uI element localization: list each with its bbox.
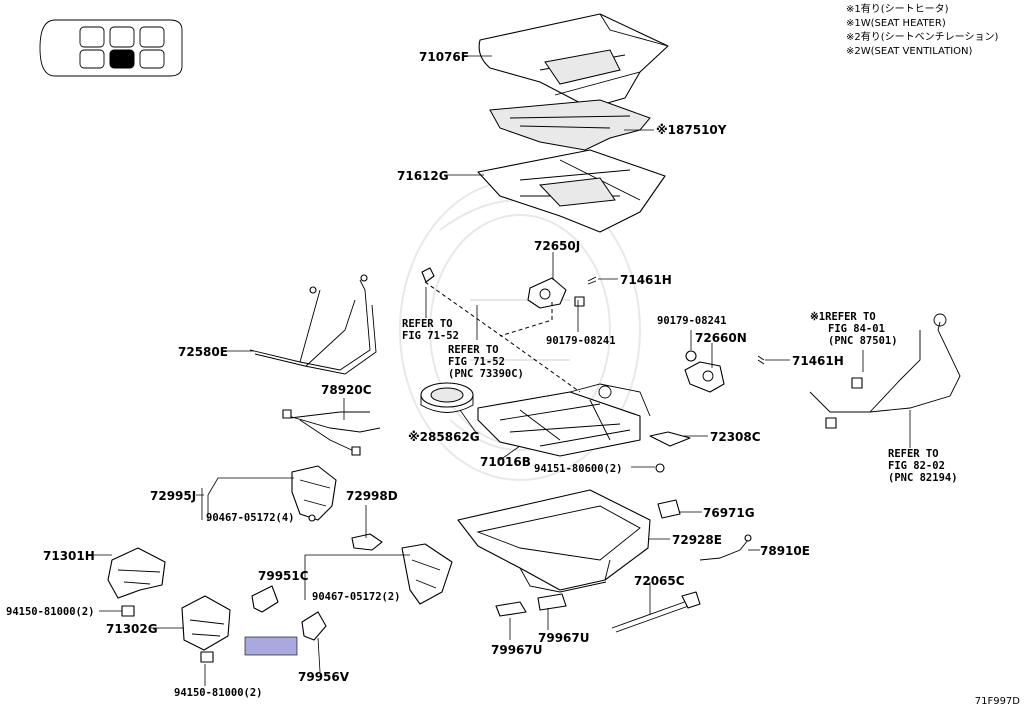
seat-track-71302g-drawing	[181, 595, 231, 663]
control-cables-drawing	[249, 274, 377, 375]
ref-note-4-line-1: REFER TO	[888, 448, 939, 460]
recliner-motor-drawing	[684, 350, 765, 393]
part-label-94150-a[interactable]: 94150-81000(2)	[6, 606, 95, 618]
part-label-71302g[interactable]: 71302G	[106, 622, 158, 636]
highlight-box[interactable]	[244, 636, 298, 656]
ref-note-3-line-1: ※1REFER TO	[810, 311, 876, 323]
part-label-76971g[interactable]: 76971G	[703, 506, 755, 520]
part-label-90467-a[interactable]: 90467-05172(4)	[206, 512, 295, 524]
part-label-94150-b[interactable]: 94150-81000(2)	[174, 687, 263, 699]
wire-78910e-drawing	[699, 534, 752, 561]
part-label-72580e[interactable]: 72580E	[178, 345, 228, 359]
clip-76971g-drawing	[657, 499, 681, 519]
legend-line-4: ※2W(SEAT VENTILATION)	[846, 46, 973, 57]
part-label-71461h-a[interactable]: 71461H	[620, 273, 672, 287]
ref-note-3-line-2: FIG 84-01	[828, 323, 885, 335]
part-label-78910e[interactable]: 78910E	[760, 544, 810, 558]
ref-note-4-line-2: FIG 82-02	[888, 460, 945, 472]
seat-heater-mat-drawing	[489, 99, 651, 151]
seat-cover-drawing	[478, 13, 669, 109]
part-label-72660n[interactable]: 72660N	[695, 331, 747, 345]
part-label-71016b[interactable]: 71016B	[480, 455, 531, 469]
part-label-72928e[interactable]: 72928E	[672, 533, 722, 547]
part-label-94151[interactable]: 94151-80600(2)	[534, 463, 623, 475]
legend-line-3: ※2有り(シートベンチレーション)	[846, 30, 998, 43]
ref-note-2-line-2: FIG 71-52	[448, 356, 505, 368]
ref-note-1-line-1: REFER TO	[402, 318, 453, 330]
part-label-72998d[interactable]: 72998D	[346, 489, 398, 503]
part-label-90179-a[interactable]: 90179-08241	[546, 335, 616, 347]
part-label-71301h[interactable]: 71301H	[43, 549, 95, 563]
part-label-71076f[interactable]: 71076F	[419, 50, 469, 64]
legend: ※1有り(シートヒータ) ※1W(SEAT HEATER) ※2有り(シートベン…	[846, 2, 998, 57]
legend-line-2: ※1W(SEAT HEATER)	[846, 18, 946, 29]
part-label-72065c[interactable]: 72065C	[634, 574, 685, 588]
part-label-71461h-b[interactable]: 71461H	[792, 354, 844, 368]
seat-track-cover-drawing	[291, 465, 383, 551]
part-labels: 71076F ※187510Y 71612G 72650J 71461H 901…	[6, 50, 844, 699]
legend-line-1: ※1有り(シートヒータ)	[846, 2, 949, 15]
reference-notes: REFER TO FIG 71-52 REFER TO FIG 71-52 (P…	[402, 311, 958, 484]
dashed-reference-lines	[424, 281, 581, 393]
trim-clips-79967u-drawing	[495, 593, 567, 617]
part-label-72995j[interactable]: 72995J	[150, 489, 196, 503]
part-label-87510y[interactable]: ※187510Y	[656, 123, 727, 137]
part-label-78920c[interactable]: 78920C	[321, 383, 372, 397]
part-label-72650j[interactable]: 72650J	[534, 239, 580, 253]
seat-cushion-frame-drawing	[477, 383, 651, 457]
part-label-71612g[interactable]: 71612G	[397, 169, 449, 183]
part-label-79956v[interactable]: 79956V	[298, 670, 350, 684]
wire-harness-78920c-drawing	[282, 409, 381, 456]
lifter-motor-drawing	[421, 267, 597, 309]
diagram-code: 71F997D	[975, 696, 1021, 707]
seat-heater-harness-drawing	[809, 313, 961, 429]
part-label-79967u-b[interactable]: 79967U	[538, 631, 590, 645]
part-label-79951c[interactable]: 79951C	[258, 569, 309, 583]
ref-note-3-line-3: (PNC 87501)	[828, 335, 898, 347]
release-lever-drawing	[611, 591, 701, 633]
ref-note-4-line-3: (PNC 82194)	[888, 472, 958, 484]
leader-lines	[88, 55, 911, 686]
bracket-72308c-drawing	[649, 431, 691, 473]
seat-cushion-pad-drawing	[477, 149, 666, 233]
ref-note-2-line-1: REFER TO	[448, 344, 499, 356]
part-label-90467-b[interactable]: 90467-05172(2)	[312, 591, 401, 603]
part-label-85862g[interactable]: ※285862G	[408, 430, 480, 444]
part-label-79967u-a[interactable]: 79967U	[491, 643, 543, 657]
ref-note-2-line-3: (PNC 73390C)	[448, 368, 524, 380]
ref-note-1-line-2: FIG 71-52	[402, 330, 459, 342]
part-label-90179-b[interactable]: 90179-08241	[657, 315, 727, 327]
inner-track-cover-drawing	[401, 543, 453, 605]
part-label-72308c[interactable]: 72308C	[710, 430, 761, 444]
seat-cushion-pan-drawing	[457, 489, 651, 593]
vehicle-seat-locator-icon	[39, 19, 183, 77]
ventilation-fan-drawing	[420, 382, 474, 413]
seat-track-71301h-drawing	[107, 547, 166, 617]
track-end-covers-drawing	[251, 585, 327, 641]
